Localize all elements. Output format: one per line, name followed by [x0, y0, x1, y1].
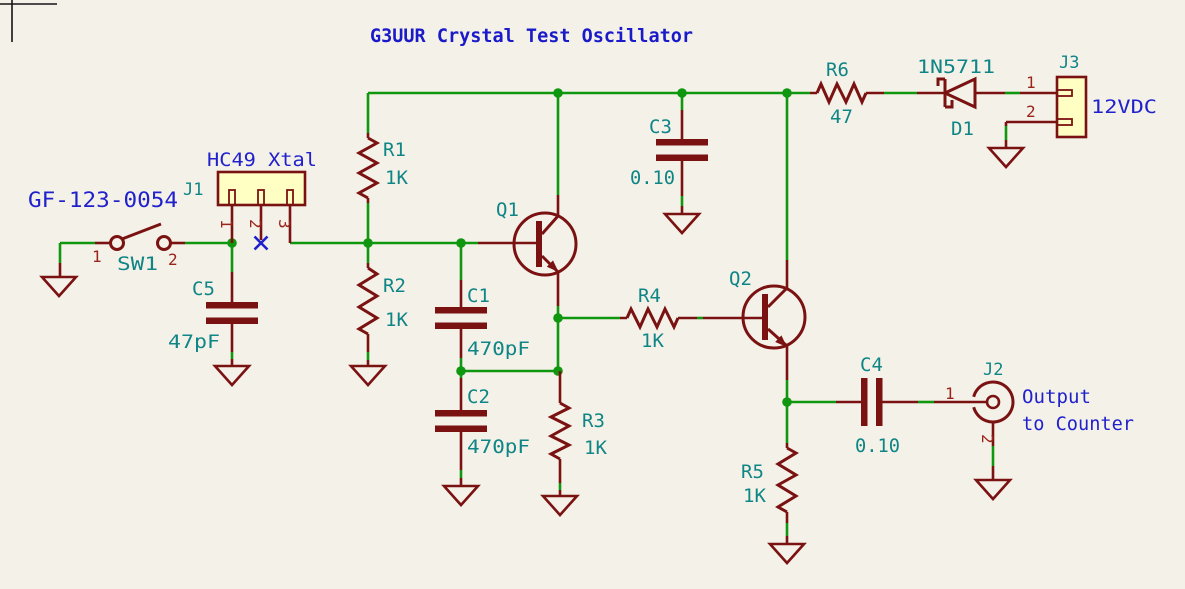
- connector-J3-power[interactable]: 1 2 J3 12VDC: [1004, 53, 1157, 139]
- reference-label: J2: [983, 360, 1003, 380]
- pin-number: 1: [945, 384, 955, 403]
- value-label: 1K: [385, 167, 408, 189]
- schematic-title: G3UUR Crystal Test Oscillator: [370, 25, 693, 47]
- reference-label: C3: [649, 116, 672, 138]
- value-label: 0.10: [630, 167, 675, 189]
- capacitor-C1[interactable]: C1 470pF: [435, 280, 530, 360]
- reference-label: Q1: [496, 199, 519, 221]
- reference-label: C4: [860, 354, 883, 376]
- ground-symbol: [348, 360, 388, 387]
- resistor-R1[interactable]: R1 1K: [355, 133, 408, 203]
- ground-symbol: [39, 263, 79, 298]
- value-label: 1K: [385, 309, 408, 331]
- emitter-arrow: [546, 260, 559, 272]
- reference-label: D1: [951, 118, 974, 140]
- value-label: HC49 Xtal: [207, 149, 317, 171]
- ground-symbol: [540, 490, 580, 517]
- ground-symbols: [39, 140, 1026, 565]
- value-label: 1K: [743, 485, 766, 507]
- pin-number: 2: [168, 250, 178, 269]
- capacitor-C5[interactable]: C5 47pF: [168, 272, 258, 353]
- pin-number: 1: [217, 219, 236, 229]
- reference-label: R2: [383, 275, 406, 297]
- reference-label: J1: [183, 180, 203, 200]
- value-label-line2: to Counter: [1022, 413, 1134, 435]
- value-label: 1K: [641, 330, 664, 352]
- reference-label: SW1: [117, 253, 158, 275]
- emitter-arrow: [775, 335, 787, 347]
- value-label: 12VDC: [1091, 96, 1157, 118]
- value-label: 1N5711: [917, 56, 995, 78]
- pin-number: 2: [1026, 102, 1036, 121]
- sheet-frame-corner: [0, 0, 57, 42]
- reference-label: R1: [383, 139, 406, 161]
- value-label: 1K: [584, 437, 607, 459]
- reference-label: C1: [467, 285, 490, 307]
- pin-number: 2: [246, 219, 265, 229]
- reference-label: J3: [1059, 53, 1079, 73]
- connector-J2-output[interactable]: 1 2 J2 Output to Counter: [934, 360, 1134, 446]
- resistor-R5[interactable]: R5 1K: [741, 443, 799, 523]
- no-connect-marker: [253, 235, 269, 251]
- reference-label: R3: [582, 410, 605, 432]
- value-label-line1: Output: [1022, 386, 1091, 408]
- reference-label: C2: [467, 386, 490, 408]
- pin-number: 3: [275, 219, 294, 229]
- ground-symbol: [986, 140, 1026, 169]
- transistor-Q1[interactable]: Q1: [478, 195, 578, 306]
- value-label: 470pF: [467, 436, 530, 458]
- pin-number: 1: [1026, 73, 1036, 92]
- ground-symbol: [662, 206, 702, 235]
- resistor-R3[interactable]: R3 1K: [547, 371, 607, 483]
- value-label: 0.10: [855, 435, 900, 457]
- pin-number: 2: [978, 434, 997, 444]
- resistor-R4[interactable]: R4 1K: [620, 285, 697, 352]
- capacitor-C3[interactable]: C3 0.10: [630, 110, 708, 196]
- switch-SW1[interactable]: 1 2 SW1: [92, 222, 185, 275]
- transistor-Q2[interactable]: Q2: [703, 260, 807, 380]
- wires: [58, 91, 1020, 536]
- capacitor-C2[interactable]: C2 470pF: [435, 378, 530, 470]
- reference-label: R4: [638, 285, 661, 307]
- capacitor-C4[interactable]: C4 0.10: [836, 354, 918, 457]
- reference-label: R5: [741, 461, 764, 483]
- value-label: 47: [830, 106, 853, 128]
- junction-dots: [227, 88, 792, 407]
- diode-D1[interactable]: 1N5711 D1: [917, 56, 1005, 140]
- connector-J1-crystal-socket[interactable]: 1 2 3 J1 HC49 Xtal: [183, 149, 317, 243]
- reference-label: R6: [826, 59, 849, 81]
- ground-symbol: [973, 466, 1013, 501]
- pin-number: 1: [92, 247, 102, 266]
- reference-label: C5: [192, 278, 215, 300]
- value-label: 47pF: [168, 331, 220, 353]
- ground-symbol: [212, 359, 252, 387]
- resistor-R6[interactable]: R6 47: [810, 59, 884, 128]
- resistor-R2[interactable]: R2 1K: [356, 263, 408, 352]
- part-note-label: GF-123-0054: [28, 188, 178, 212]
- reference-label: Q2: [729, 268, 752, 290]
- value-label: 470pF: [467, 338, 530, 360]
- ground-symbol: [441, 478, 481, 507]
- ground-symbol: [767, 536, 807, 565]
